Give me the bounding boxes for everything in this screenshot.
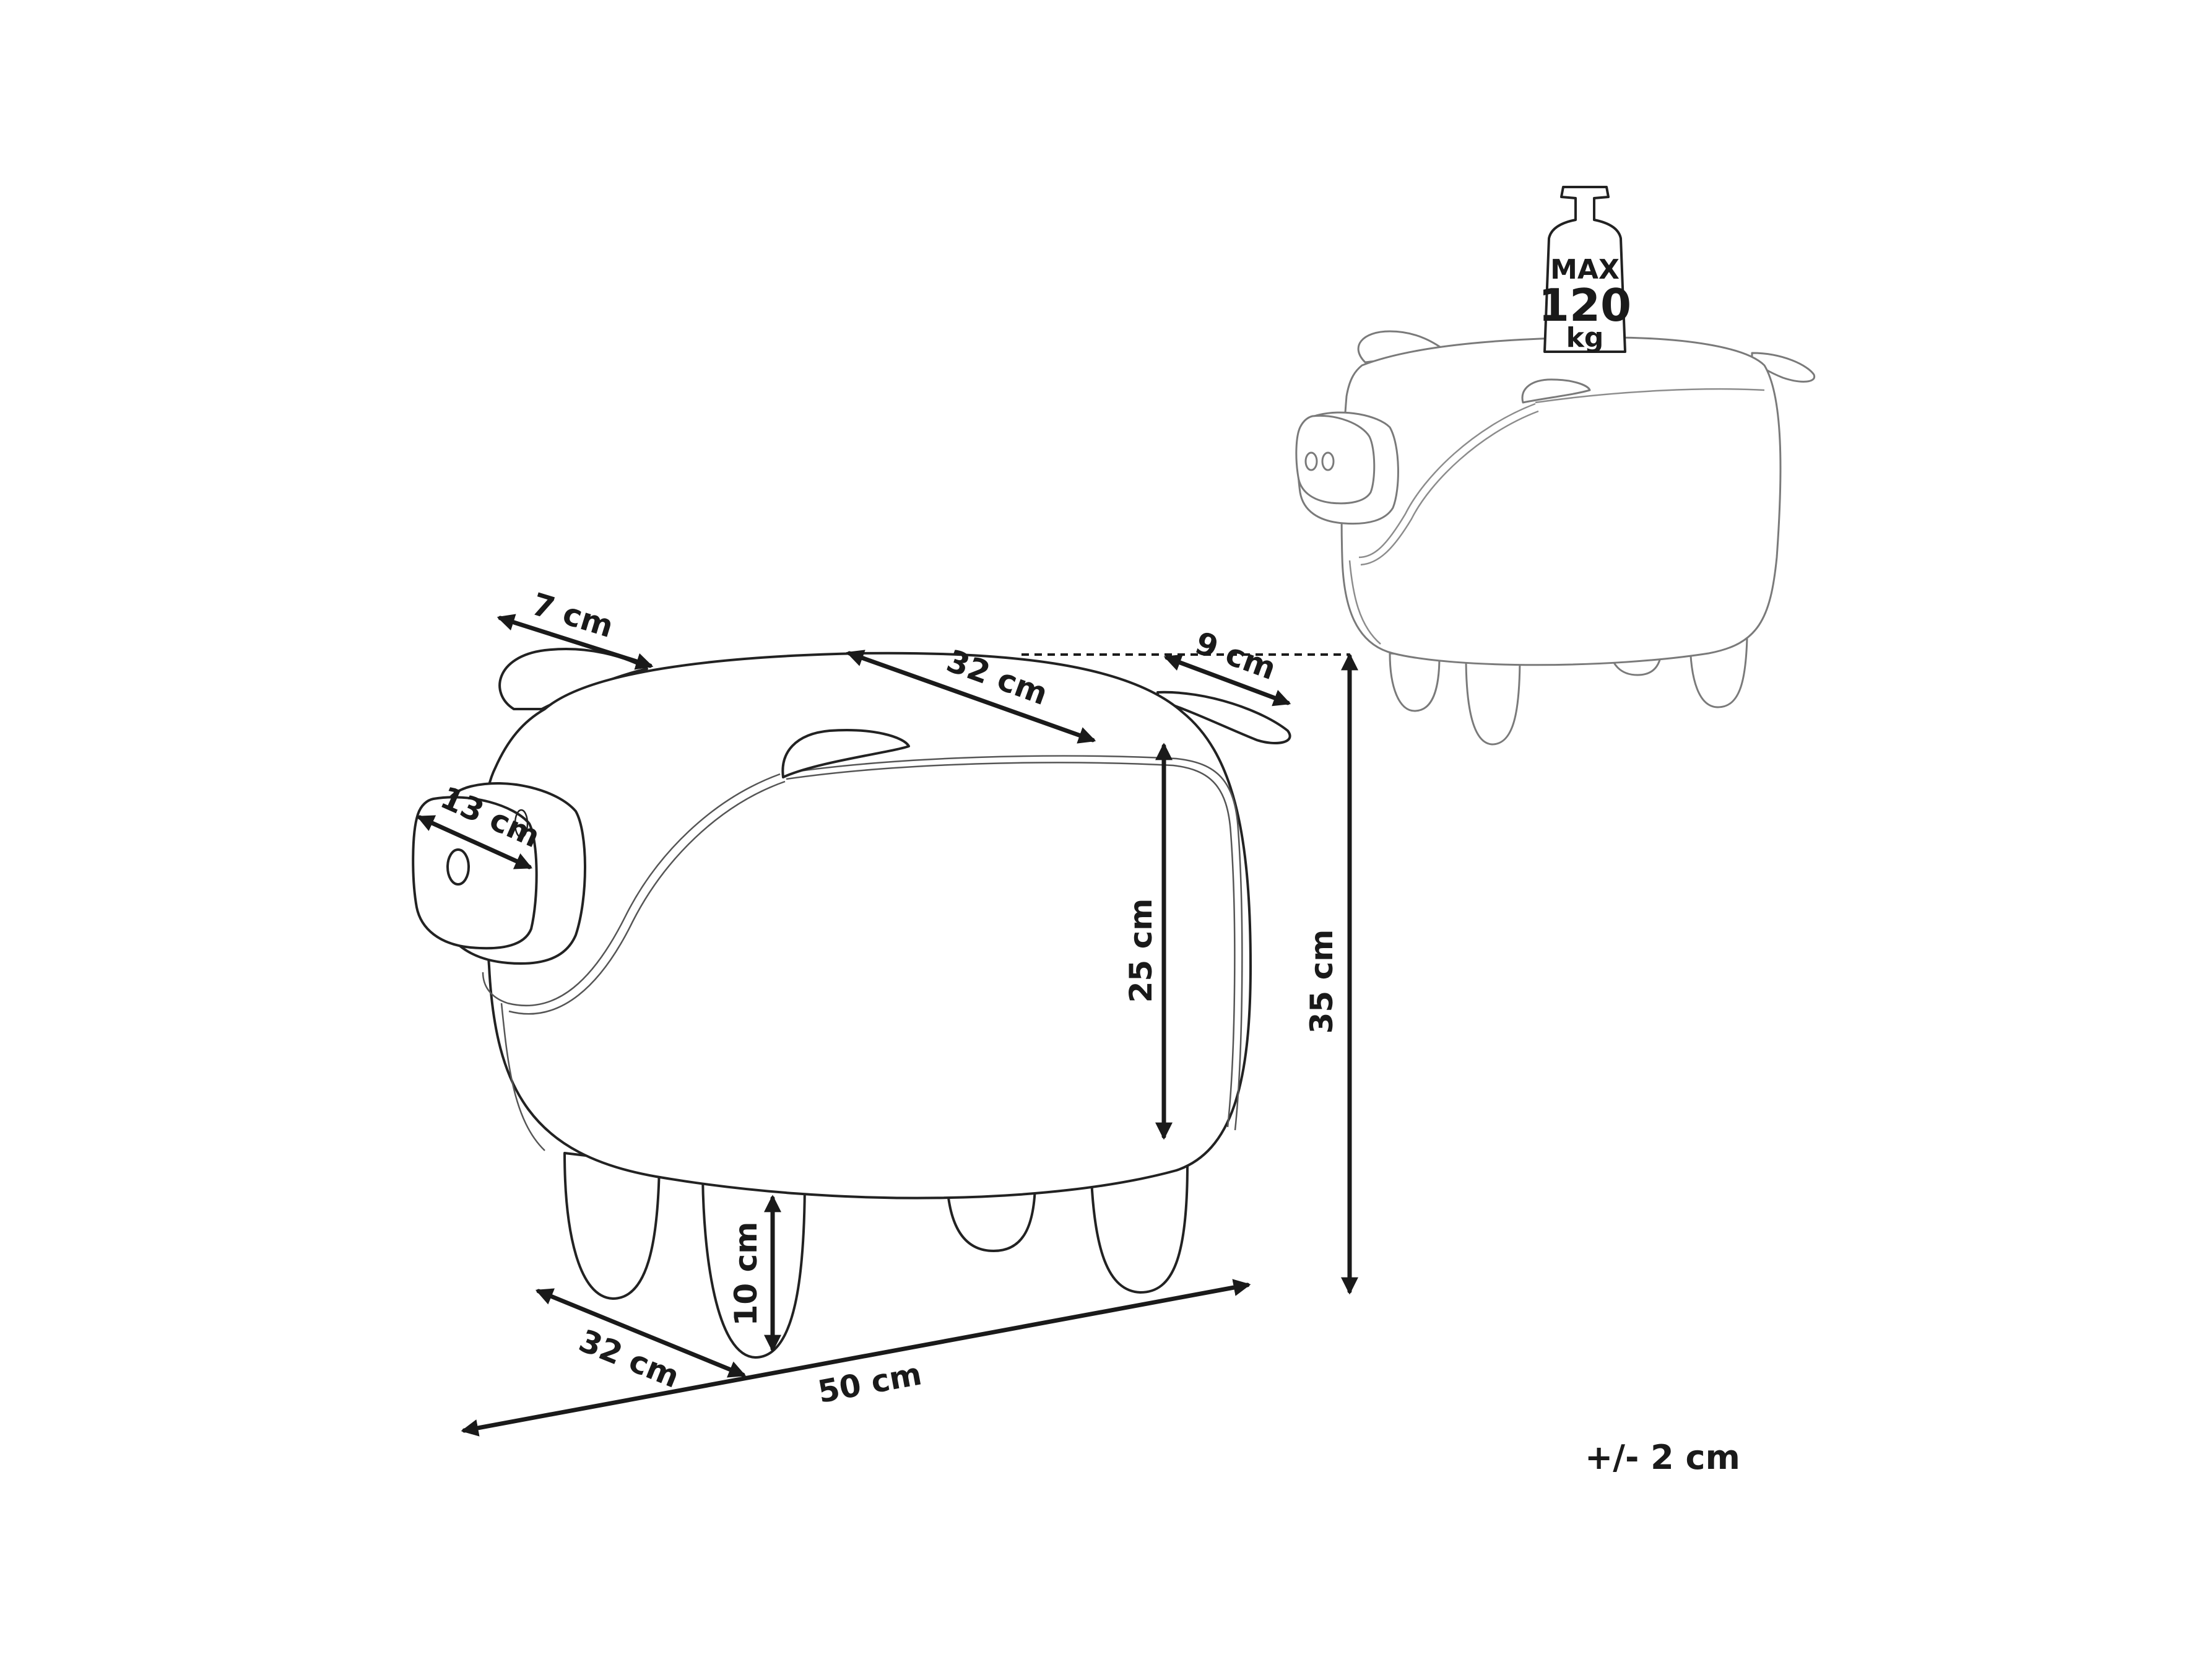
small-seam-side-2 [1360,410,1539,566]
max-load-weight-icon: MAX 120 kg [1538,186,1631,354]
dim-label-seat-height: 25 cm [1123,899,1159,1003]
dim-label-tail: 9 cm [1191,625,1281,687]
seam-side-inner [508,780,786,1015]
max-load-label: MAX [1550,254,1620,285]
max-load-value: 120 [1538,279,1631,331]
small-nostril-left [1304,451,1318,471]
dim-line-top-diagonal [846,650,1096,744]
small-ear-front [1521,378,1591,404]
seam-front [500,1003,545,1151]
dim-label-total-height: 35 cm [1304,930,1340,1034]
dim-line-snout [416,815,533,869]
seam-top [786,755,1243,1131]
small-seam-side [1358,403,1536,559]
dim-line-ear [497,614,654,670]
dim-label-leg-height: 10 cm [728,1222,764,1326]
small-nostril-right [1321,451,1335,471]
small-leg-4 [1689,637,1748,708]
nostril [446,848,470,886]
dim-line-width [461,1279,1251,1437]
small-snout-face [1295,414,1376,505]
max-load-unit: kg [1566,322,1604,354]
small-seam-front [1348,560,1381,645]
dim-label-ear: 7 cm [527,586,617,645]
small-leg-1 [1389,652,1441,712]
dim-label-depth: 32 cm [574,1323,684,1395]
small-seam [1535,388,1765,404]
pig-secondary-drawing [1295,330,1816,746]
small-leg-2 [1465,655,1521,746]
tolerance-note: +/- 2 cm [1585,1438,1740,1477]
seam-side [482,773,781,1007]
leg-back-right [946,1185,1036,1252]
dim-line-tail [1163,654,1291,707]
seam-top-inner [786,762,1236,1128]
